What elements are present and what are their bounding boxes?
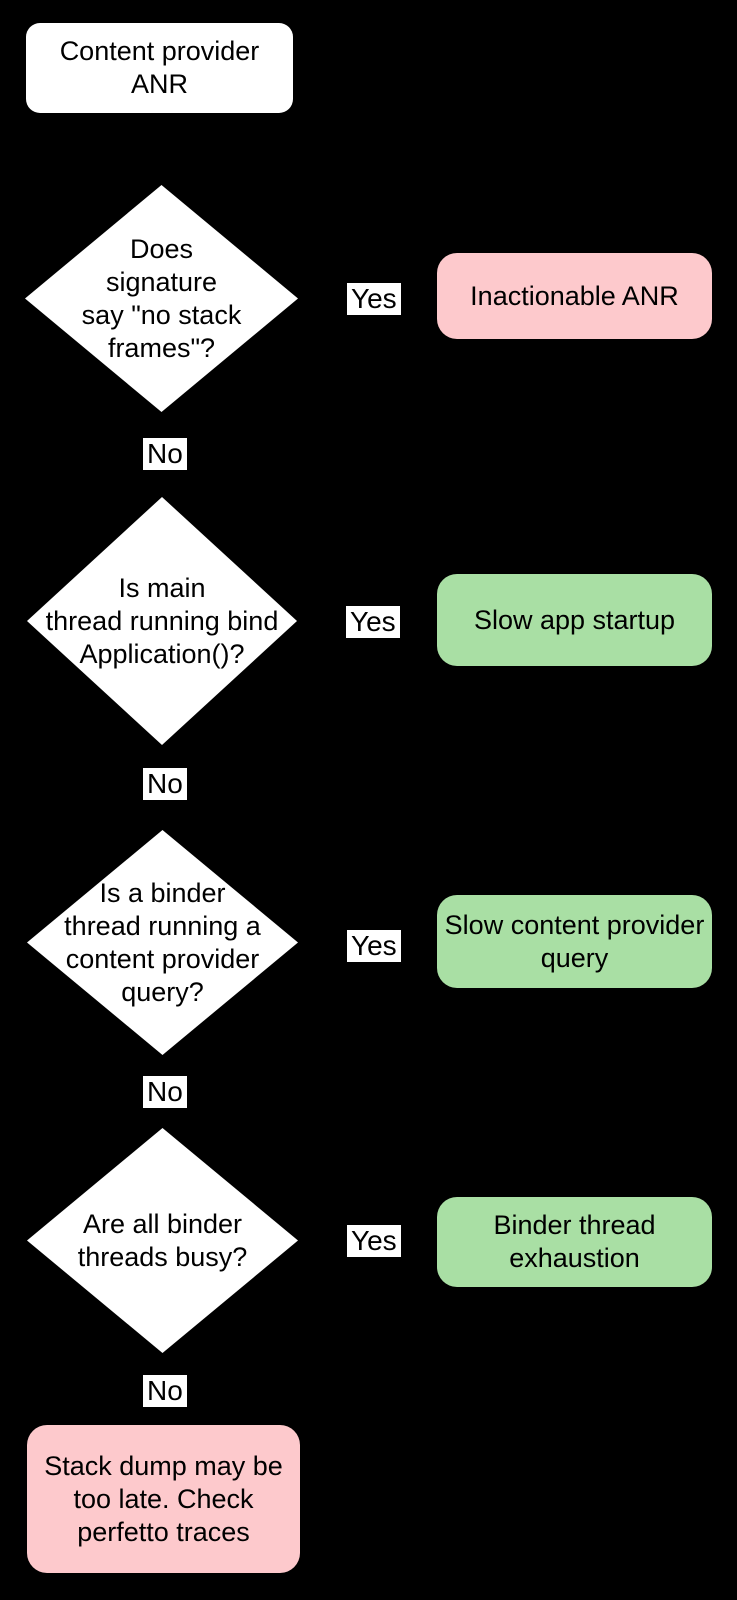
result-inactionable-anr: Inactionable ANR bbox=[437, 253, 712, 339]
decision-4-yes-label: Yes bbox=[347, 1225, 401, 1257]
decision-2-no-label: No bbox=[143, 768, 187, 800]
decision-3-no-label: No bbox=[143, 1076, 187, 1108]
decision-2-question: Is main thread running bind Application(… bbox=[45, 572, 279, 669]
fallback-node: Stack dump may be too late. Check perfet… bbox=[27, 1425, 300, 1573]
decision-3-question: Is a binder thread running a content pro… bbox=[64, 877, 261, 1007]
decision-1-yes-label: Yes bbox=[347, 283, 401, 315]
decision-1-no-label: No bbox=[143, 438, 187, 470]
decision-4-question: Are all binder threads busy? bbox=[77, 1208, 248, 1272]
result-binder-thread-exhaustion: Binder thread exhaustion bbox=[437, 1197, 712, 1287]
start-node: Content provider ANR bbox=[26, 23, 293, 113]
decision-1-diamond: Does signature say "no stack frames"? bbox=[25, 185, 298, 412]
diamond-shape bbox=[27, 1128, 298, 1353]
decision-4-no-label: No bbox=[143, 1375, 187, 1407]
decision-3-yes-label: Yes bbox=[347, 930, 401, 962]
decision-2-yes-label: Yes bbox=[346, 606, 400, 638]
diamond-shape bbox=[27, 830, 298, 1055]
decision-1-question: Does signature say "no stack frames"? bbox=[81, 233, 242, 363]
decision-3-diamond: Is a binder thread running a content pro… bbox=[27, 830, 298, 1055]
diamond-shape bbox=[27, 497, 297, 745]
result-slow-content-provider-query: Slow content provider query bbox=[437, 895, 712, 988]
diamond-shape bbox=[25, 185, 298, 412]
decision-4-diamond: Are all binder threads busy? bbox=[27, 1128, 298, 1353]
result-slow-app-startup: Slow app startup bbox=[437, 574, 712, 666]
decision-2-diamond: Is main thread running bind Application(… bbox=[27, 497, 297, 745]
